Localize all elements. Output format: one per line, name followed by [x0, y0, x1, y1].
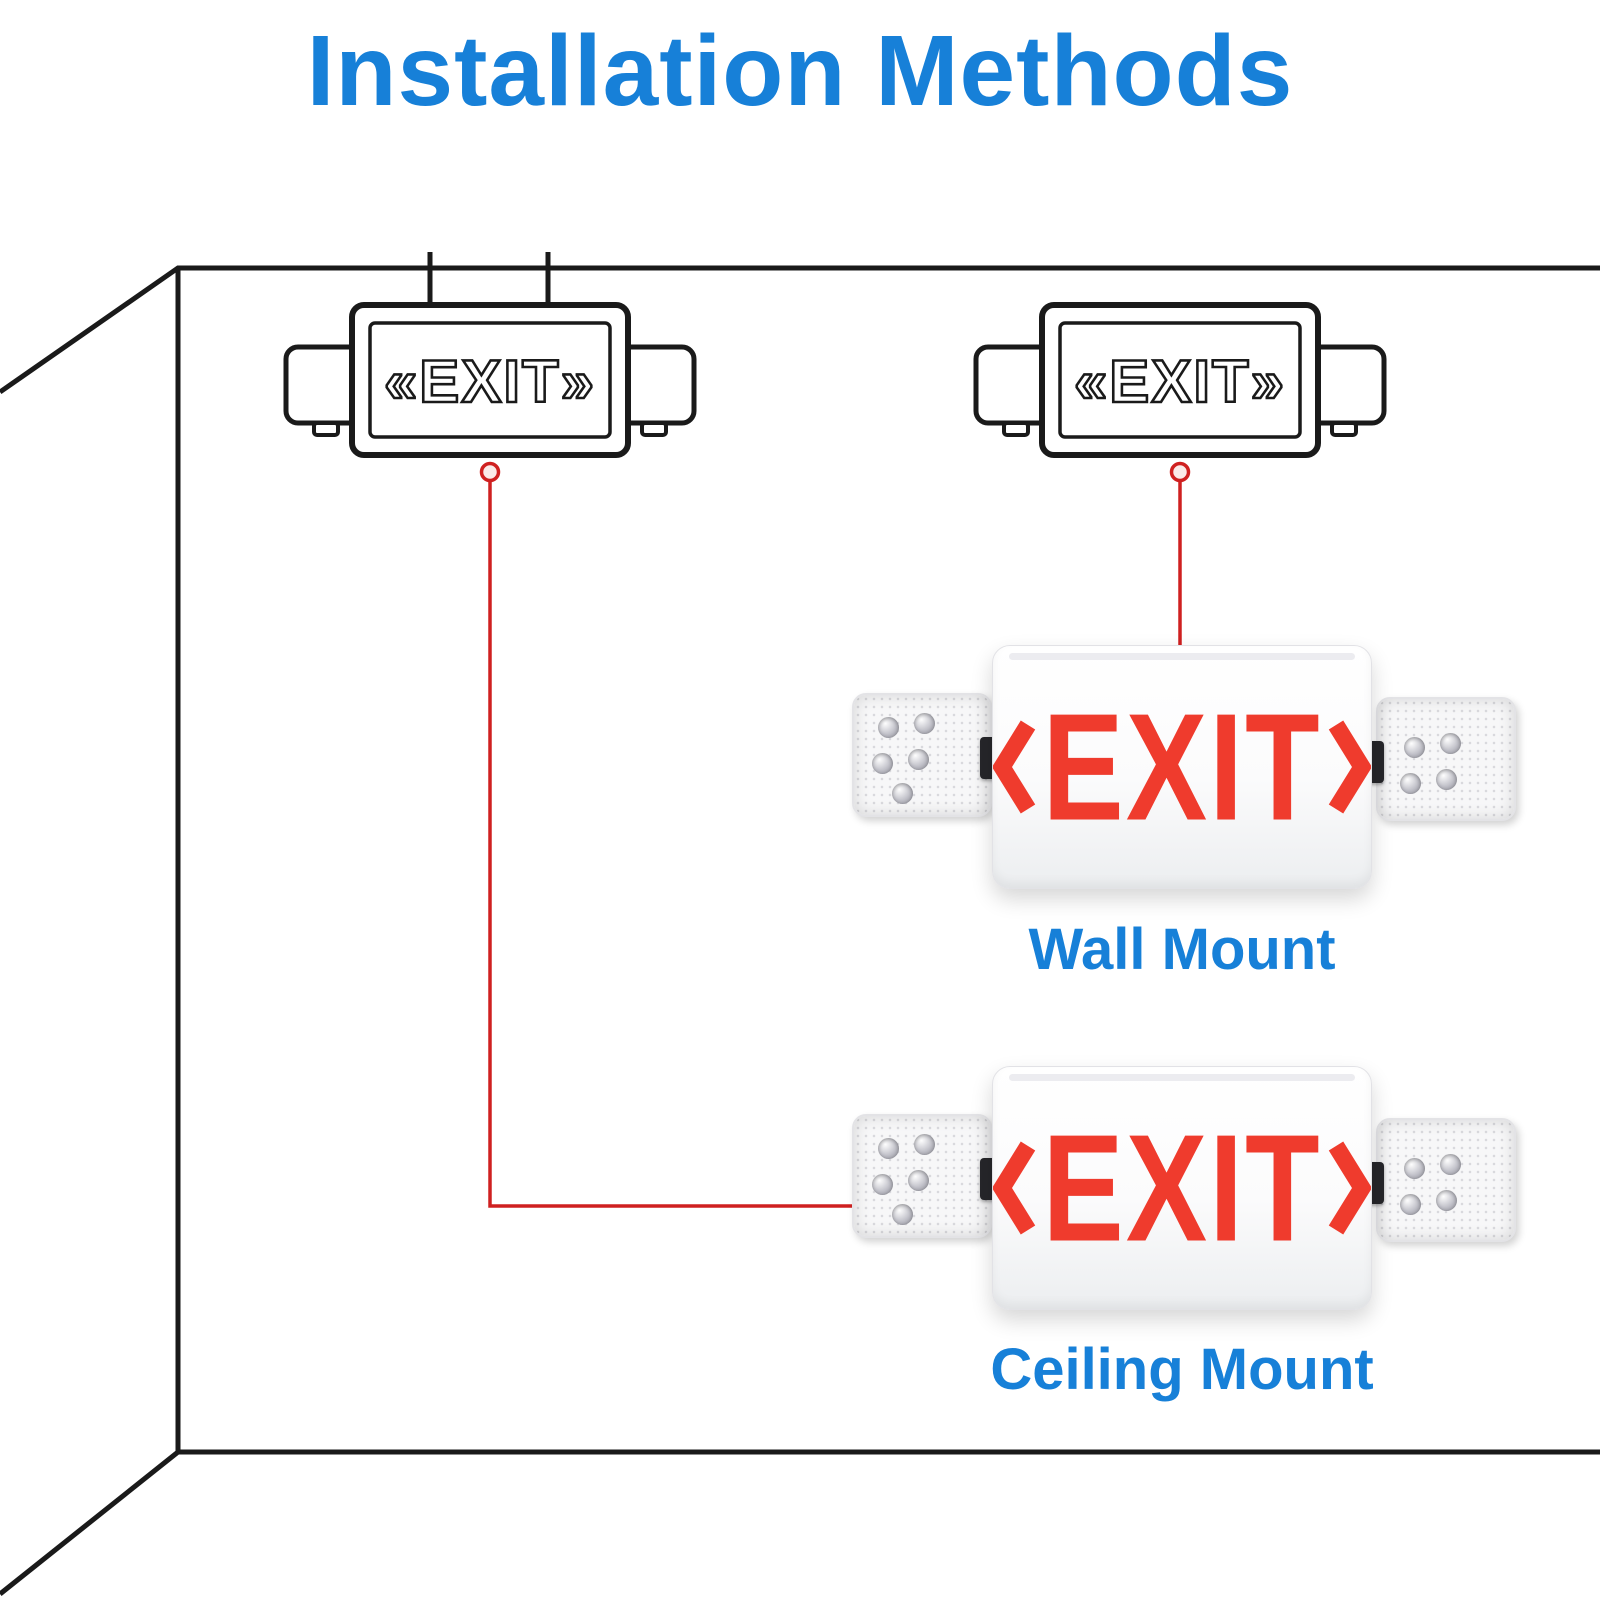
product-ceiling-mount: EXIT — [852, 1066, 1516, 1316]
lamp-head-right — [1376, 1118, 1516, 1242]
chevron-right-icon — [1328, 1141, 1371, 1235]
led-dot — [1436, 1190, 1457, 1211]
led-dot — [872, 753, 893, 774]
lamp-head-left — [852, 1114, 992, 1238]
led-dot — [892, 1204, 913, 1225]
led-dot — [1440, 733, 1461, 754]
led-dot — [914, 1134, 935, 1155]
led-dot — [872, 1174, 893, 1195]
led-dot — [892, 783, 913, 804]
page-title: Installation Methods — [306, 15, 1294, 127]
exit-sign-body: EXIT — [992, 1066, 1372, 1310]
exit-sign-body: EXIT — [992, 645, 1372, 889]
exit-text: EXIT — [1042, 1103, 1322, 1273]
exit-text: EXIT — [1042, 682, 1322, 852]
mount-point-dot-wall — [1169, 461, 1191, 483]
led-dot — [914, 713, 935, 734]
product-wall-mount: EXIT — [852, 645, 1516, 895]
mount-point-dot-ceiling — [479, 461, 501, 483]
ceiling-mount-label: Ceiling Mount — [990, 1337, 1374, 1402]
lineart-sign-wall — [976, 305, 1384, 455]
led-dot — [1404, 1158, 1425, 1179]
chevron-left-icon — [993, 720, 1036, 814]
led-dot — [908, 1170, 929, 1191]
led-dot — [1400, 1194, 1421, 1215]
chevron-right-icon — [1328, 720, 1371, 814]
chevron-left-icon — [993, 1141, 1036, 1235]
lamp-head-left — [852, 693, 992, 817]
lamp-head-right — [1376, 697, 1516, 821]
floor-edge-line — [0, 1449, 1600, 1596]
connector-line-ceiling — [488, 481, 854, 1208]
ceiling-mount-stems — [427, 252, 551, 304]
led-dot — [1400, 773, 1421, 794]
lineart-sign-ceiling — [286, 305, 694, 455]
wall-mount-label: Wall Mount — [1028, 917, 1336, 982]
led-dot — [1404, 737, 1425, 758]
led-dot — [878, 1138, 899, 1159]
led-dot — [908, 749, 929, 770]
led-dot — [878, 717, 899, 738]
led-dot — [1440, 1154, 1461, 1175]
led-dot — [1436, 769, 1457, 790]
